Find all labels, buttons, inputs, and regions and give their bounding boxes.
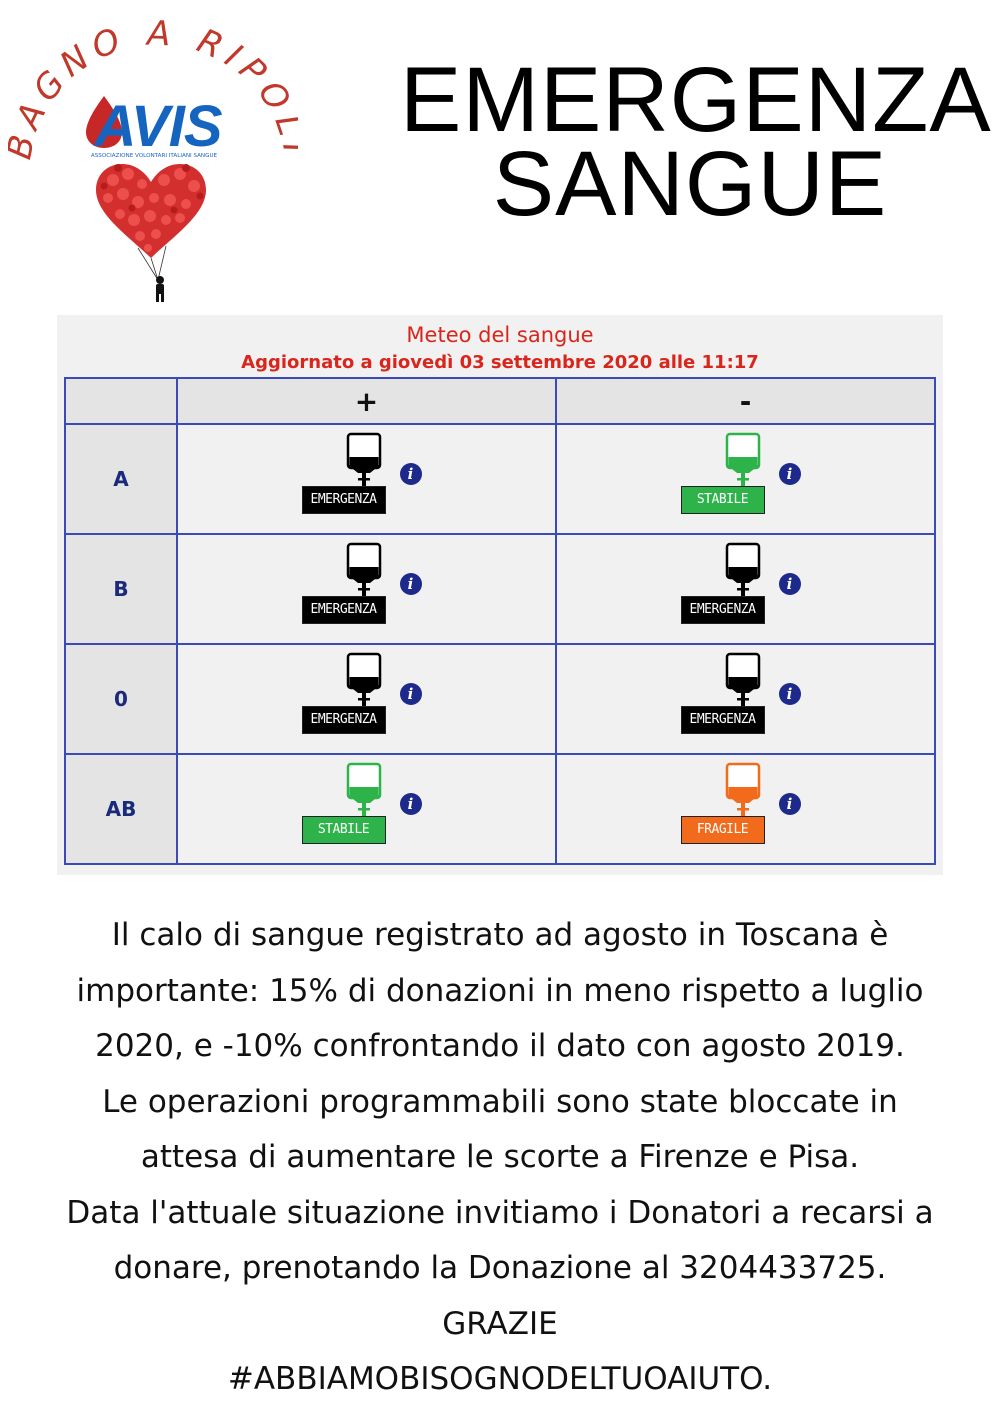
- headline-line-1: EMERGENZA: [400, 49, 992, 151]
- blood-status-badge: EMERGENZA: [680, 706, 765, 734]
- blood-status-indicator: FRAGILE i: [680, 761, 811, 855]
- logo-brand: AVIS: [92, 94, 222, 159]
- blood-status-badge: EMERGENZA: [301, 596, 386, 624]
- info-icon[interactable]: i: [399, 793, 422, 815]
- thanks-text: GRAZIE: [442, 1305, 558, 1342]
- blood-status-cell: FRAGILE i: [555, 753, 936, 865]
- message-line: Le operazioni programmabili sono state b…: [102, 1083, 898, 1120]
- blood-group-label: A: [64, 423, 178, 535]
- message-line: 2020, e -10% confrontando il dato con ag…: [95, 1028, 905, 1064]
- blood-bag-icon: [346, 542, 381, 596]
- blood-bag-icon: [346, 652, 381, 706]
- blood-weather-title: Meteo del sangue: [406, 323, 594, 347]
- table-header-row: + -: [64, 377, 936, 425]
- blood-status-cell: EMERGENZA i: [555, 643, 936, 755]
- message-text: Il calo di sangue registrato ad agosto i…: [10, 908, 990, 1408]
- blood-group-label: AB: [64, 753, 178, 865]
- headline: EMERGENZA SANGUE: [400, 49, 992, 235]
- blood-status-badge: EMERGENZA: [301, 486, 386, 514]
- column-header-negative: -: [555, 377, 936, 425]
- blood-status-cell: STABILE i: [555, 423, 936, 535]
- info-icon[interactable]: i: [778, 793, 801, 815]
- blood-weather-updated: Aggiornato a giovedì 03 settembre 2020 a…: [241, 352, 759, 373]
- blood-bag-icon: [346, 432, 381, 486]
- blood-group-label: B: [64, 533, 178, 645]
- message-line: importante: 15% di donazioni in meno ris…: [76, 972, 924, 1009]
- blood-status-indicator: STABILE i: [680, 431, 811, 525]
- info-icon[interactable]: i: [778, 683, 801, 705]
- message-line: Il calo di sangue registrato ad agosto i…: [111, 917, 889, 953]
- info-icon[interactable]: i: [778, 463, 801, 485]
- blood-status-indicator: STABILE i: [301, 761, 432, 855]
- avis-drop-icon: [86, 96, 122, 148]
- blood-status-badge: STABILE: [301, 816, 386, 844]
- blood-status-indicator: EMERGENZA i: [680, 651, 811, 745]
- message-line: Data l'attuale situazione invitiamo i Do…: [66, 1194, 934, 1231]
- blood-status-indicator: EMERGENZA i: [301, 541, 432, 635]
- blood-bag-icon: [725, 432, 760, 486]
- blood-status-indicator: EMERGENZA i: [301, 431, 432, 525]
- message-line: attesa di aumentare le scorte a Firenze …: [140, 1139, 860, 1175]
- blood-status-cell: EMERGENZA i: [176, 643, 557, 755]
- avis-logo-graphic: BAGNO A RIPOLI AVIS ASSOCIAZIONE VOLONTA…: [0, 14, 309, 302]
- blood-bag-icon: [346, 762, 381, 816]
- blood-status-badge: EMERGENZA: [301, 706, 386, 734]
- blood-bag-icon: [725, 652, 760, 706]
- blood-status-cell: EMERGENZA i: [176, 533, 557, 645]
- info-icon[interactable]: i: [399, 463, 422, 485]
- blood-status-badge: EMERGENZA: [680, 596, 765, 624]
- blood-status-cell: STABILE i: [176, 753, 557, 865]
- blood-bag-icon: [725, 542, 760, 596]
- blood-status-cell: EMERGENZA i: [176, 423, 557, 535]
- blood-status-badge: STABILE: [680, 486, 765, 514]
- blood-status-indicator: EMERGENZA i: [301, 651, 432, 745]
- headline-line-2: SANGUE: [492, 133, 888, 235]
- logo-subtitle: ASSOCIAZIONE VOLONTARI ITALIANI SANGUE: [91, 153, 218, 159]
- hashtag-text: #ABBIAMOBISOGNODELTUOAIUTO.: [227, 1361, 773, 1397]
- info-icon[interactable]: i: [399, 573, 422, 595]
- blood-bag-icon: [725, 762, 760, 816]
- blood-status-indicator: EMERGENZA i: [680, 541, 811, 635]
- column-header-positive: +: [176, 377, 557, 425]
- info-icon[interactable]: i: [778, 573, 801, 595]
- avis-logo: BAGNO A RIPOLI AVIS ASSOCIAZIONE VOLONTA…: [0, 8, 309, 303]
- blood-status-badge: FRAGILE: [680, 816, 765, 844]
- blood-weather-panel: Meteo del sangue Aggiornato a giovedì 03…: [57, 315, 943, 875]
- blood-status-cell: EMERGENZA i: [555, 533, 936, 645]
- info-icon[interactable]: i: [399, 683, 422, 705]
- blood-group-label: 0: [64, 643, 178, 755]
- heart-balloons-icon: [96, 164, 206, 281]
- header-corner-cell: [64, 377, 178, 425]
- message-line: donare, prenotando la Donazione al 32044…: [113, 1250, 887, 1286]
- person-holding-balloons-icon: [156, 276, 164, 302]
